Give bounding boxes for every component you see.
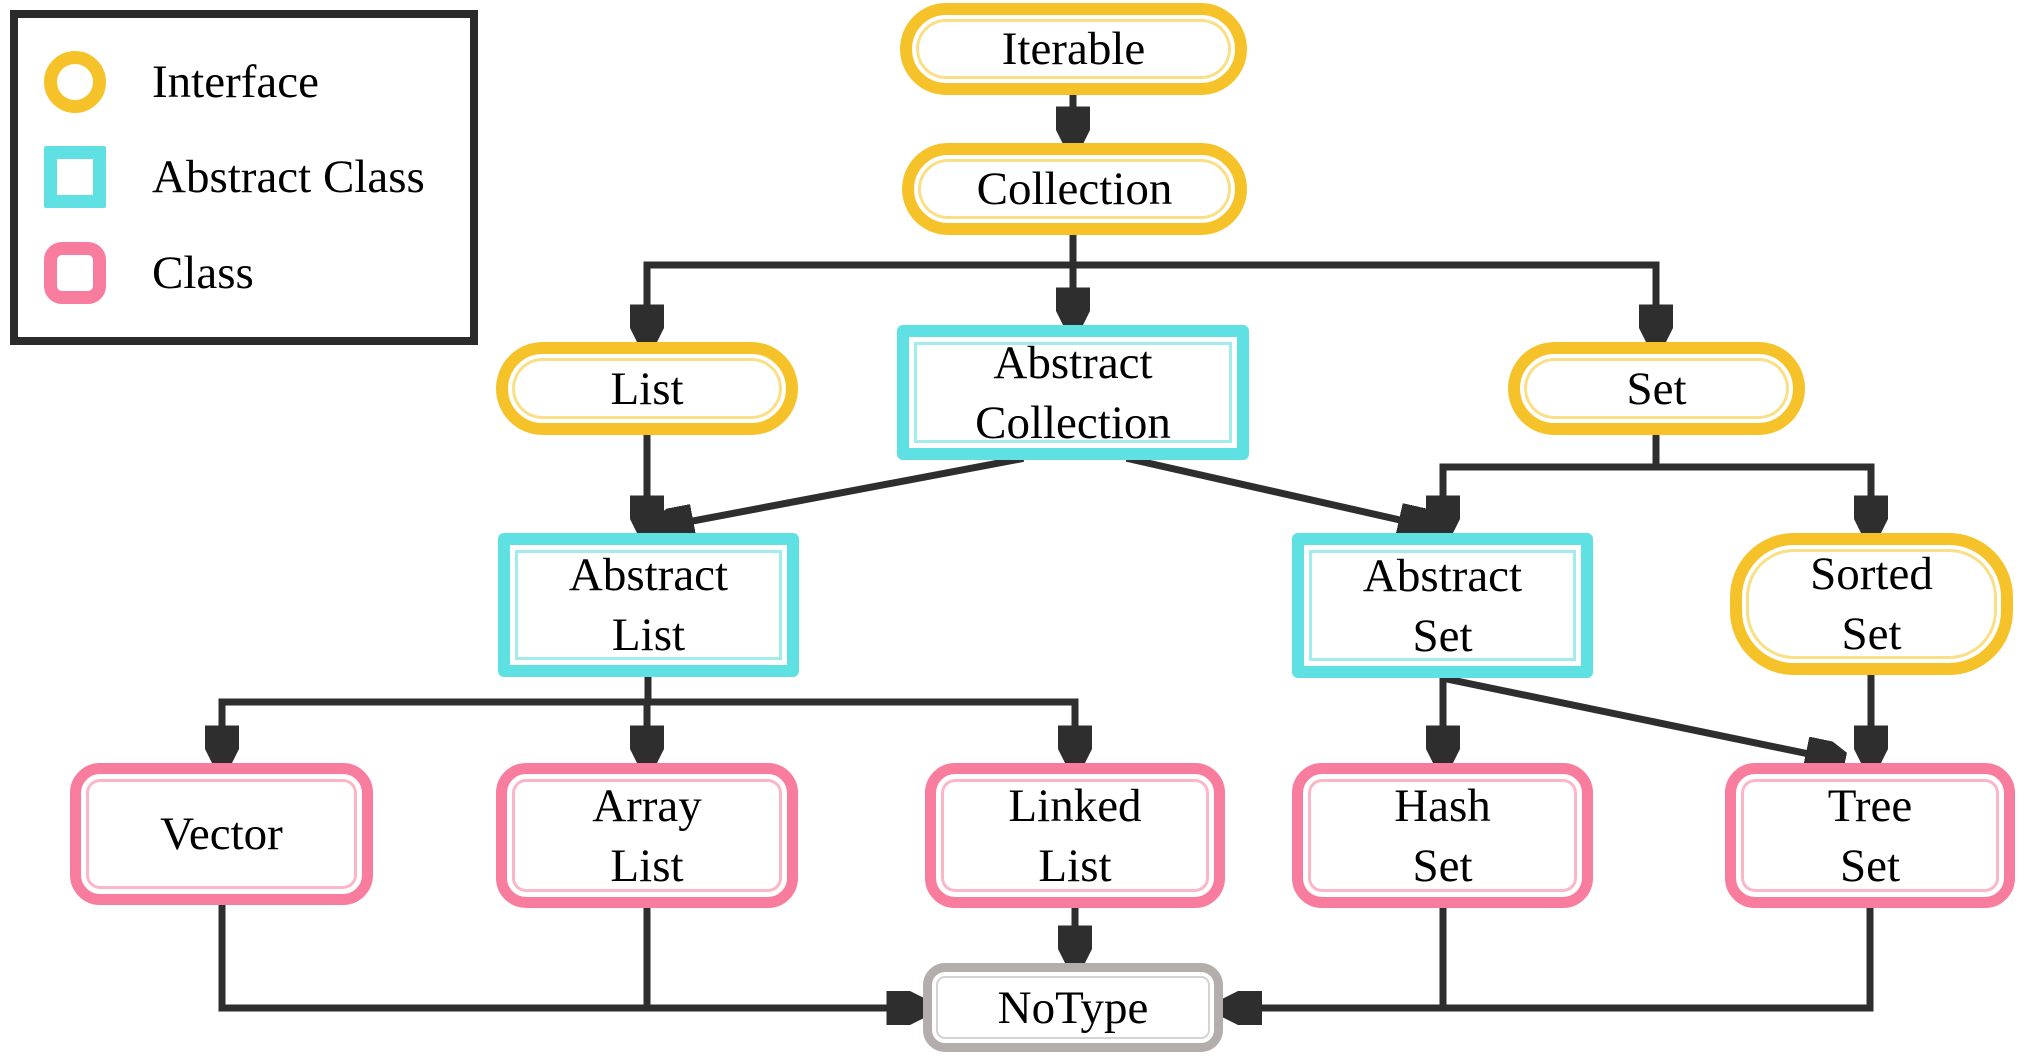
legend: Interface Abstract Class Class — [10, 10, 478, 345]
node-label: Vector — [160, 808, 283, 860]
node-label: Tree Set — [1827, 779, 1913, 892]
node-collection: Collection — [902, 143, 1247, 235]
node-linked-list: Linked List — [925, 763, 1225, 908]
node-label: Sorted Set — [1810, 548, 1933, 660]
node-label: Abstract List — [568, 549, 729, 661]
legend-label: Class — [152, 247, 254, 300]
class-swatch-icon — [44, 242, 106, 305]
interface-swatch-icon — [44, 50, 106, 113]
node-label: Collection — [976, 163, 1173, 215]
legend-item-abstract-class: Abstract Class — [44, 146, 452, 209]
node-tree-set: Tree Set — [1725, 763, 2015, 908]
node-abstract-set: Abstract Set — [1292, 533, 1593, 678]
node-iterable: Iterable — [900, 3, 1247, 95]
node-label: Set — [1626, 362, 1687, 415]
node-label: Hash Set — [1394, 779, 1491, 892]
node-label: Array List — [592, 779, 702, 892]
legend-label: Abstract Class — [152, 151, 425, 204]
node-abstract-list: Abstract List — [498, 533, 799, 677]
legend-item-interface: Interface — [44, 50, 452, 113]
node-label: NoType — [997, 981, 1149, 1034]
node-sorted-set: Sorted Set — [1730, 533, 2013, 675]
node-no-type: NoType — [923, 963, 1223, 1052]
legend-item-class: Class — [44, 242, 452, 305]
node-vector: Vector — [70, 763, 373, 905]
edge-abstract-set-tree-set — [1442, 674, 1838, 760]
node-array-list: Array List — [496, 763, 798, 908]
node-label: Linked List — [1008, 779, 1142, 892]
abstract-class-swatch-icon — [44, 146, 106, 209]
edge-abstract-collection-abstract-list — [661, 454, 1025, 527]
node-abstract-collection: Abstract Collection — [897, 325, 1249, 460]
node-label: List — [610, 362, 684, 415]
node-label: Iterable — [1001, 23, 1146, 75]
node-label: Abstract Set — [1362, 549, 1523, 662]
edge-abstract-collection-abstract-set — [1125, 454, 1431, 527]
node-set: Set — [1508, 342, 1805, 435]
legend-label: Interface — [152, 55, 319, 108]
node-label: Abstract Collection — [975, 336, 1171, 449]
node-list: List — [496, 342, 798, 435]
node-hash-set: Hash Set — [1292, 763, 1593, 908]
